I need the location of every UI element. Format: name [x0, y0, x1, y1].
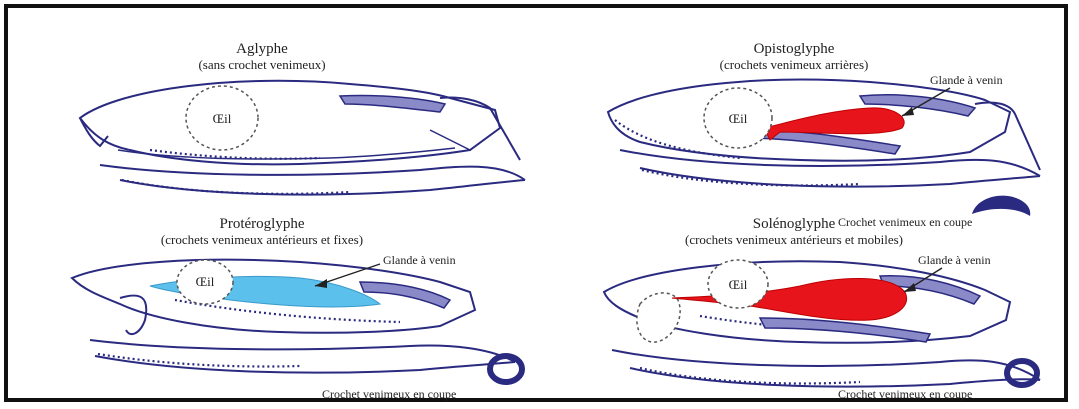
panel-opistoglyphe-subtitle: (crochets venimeux arrières)	[720, 57, 869, 72]
skull-solenoglyphe: Œil Glande à venin Crochet venimeux en c…	[604, 253, 1040, 401]
eye-label-solenoglyphe: Œil	[729, 277, 748, 292]
panel-solenoglyphe-title: Solénoglyphe	[753, 216, 836, 232]
eye-label-aglyphe: Œil	[213, 111, 232, 126]
panel-aglyphe: Aglyphe (sans crochet venimeux) Œil	[80, 41, 525, 195]
panel-opistoglyphe: Opistoglyphe (crochets venimeux arrières…	[608, 41, 1040, 229]
fang-label-opistoglyphe: Crochet venimeux en coupe	[838, 215, 972, 229]
panel-opistoglyphe-title: Opistoglyphe	[754, 41, 835, 57]
eye-label-opistoglyphe: Œil	[729, 111, 748, 126]
fang-label-solenoglyphe: Crochet venimeux en coupe	[838, 387, 972, 401]
gland-label-opistoglyphe: Glande à venin	[930, 73, 1003, 87]
fang-section-proteroglyphe	[490, 356, 522, 382]
panel-aglyphe-title: Aglyphe	[236, 41, 288, 57]
skull-opistoglyphe: Œil Glande à venin Crochet venimeux en c…	[608, 73, 1040, 229]
gland-label-proteroglyphe: Glande à venin	[383, 253, 456, 267]
panel-aglyphe-subtitle: (sans crochet venimeux)	[198, 57, 325, 72]
skull-aglyphe: Œil	[80, 81, 525, 195]
venom-gland-solenoglyphe	[672, 278, 907, 320]
panel-solenoglyphe-subtitle: (crochets venimeux antérieurs et mobiles…	[685, 232, 903, 247]
maxilla-solenoglyphe	[637, 293, 680, 342]
panel-solenoglyphe: Solénoglyphe (crochets venimeux antérieu…	[604, 216, 1040, 401]
fang-section-solenoglyphe	[1007, 361, 1037, 385]
panel-proteroglyphe-title: Protéroglyphe	[220, 216, 305, 232]
fang-section-opistoglyphe	[972, 196, 1030, 216]
eye-label-proteroglyphe: Œil	[196, 274, 215, 289]
gland-label-solenoglyphe: Glande à venin	[918, 253, 991, 267]
panel-proteroglyphe-subtitle: (crochets venimeux antérieurs et fixes)	[161, 232, 363, 247]
fang-label-proteroglyphe: Crochet venimeux en coupe	[322, 387, 456, 401]
panel-proteroglyphe: Protéroglyphe (crochets venimeux antérie…	[72, 216, 522, 401]
skull-proteroglyphe: Œil Glande à venin Crochet venimeux en c…	[72, 253, 522, 401]
